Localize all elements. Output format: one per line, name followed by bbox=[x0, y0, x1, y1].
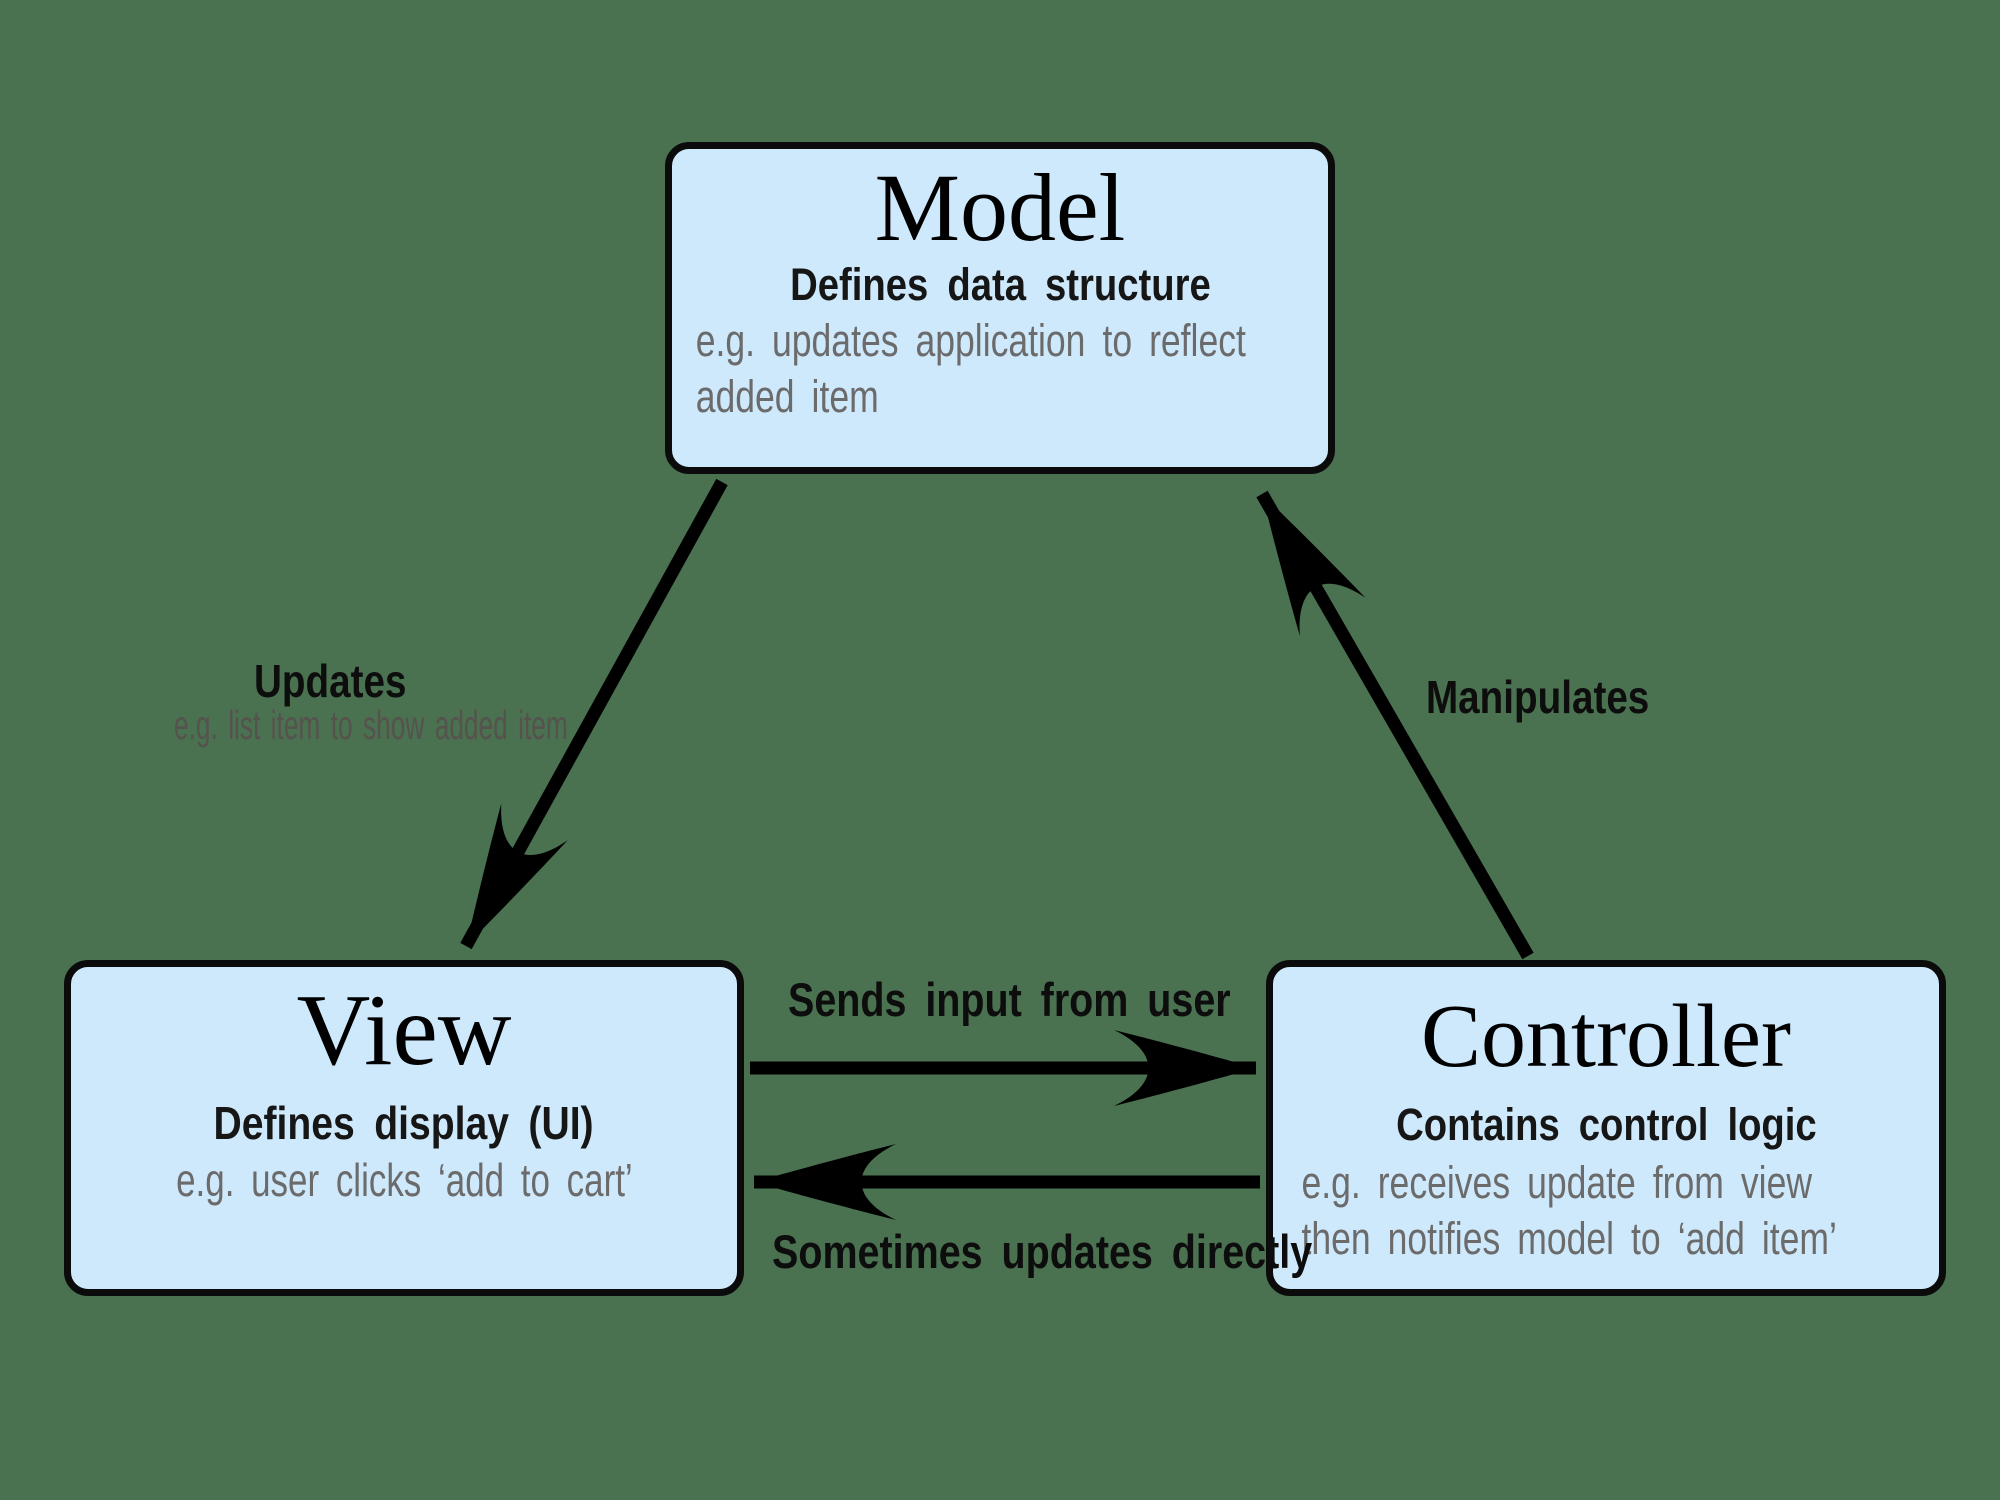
controller-box: Controller Contains control logic e.g. r… bbox=[1266, 960, 1946, 1296]
model-subtitle: Defines data structure bbox=[789, 258, 1211, 310]
manipulates-label: Manipulates bbox=[1426, 671, 1650, 723]
model-box: Model Defines data structure e.g. update… bbox=[665, 142, 1335, 474]
controller-example-line: then notifies model to ‘add item’ bbox=[1301, 1213, 1837, 1265]
model-example: e.g. updates application to reflect adde… bbox=[672, 313, 1246, 426]
model-title: Model bbox=[874, 154, 1126, 261]
controller-example-line: e.g. receives update from view bbox=[1301, 1156, 1813, 1208]
updates-sublabel: e.g. list item to show added item bbox=[174, 702, 568, 748]
updates-label: Updates bbox=[254, 655, 407, 707]
model-example-line: added item bbox=[695, 371, 879, 423]
sends-input-label: Sends input from user bbox=[788, 973, 1231, 1026]
controller-subtitle: Contains control logic bbox=[1395, 1098, 1817, 1150]
view-title: View bbox=[296, 974, 512, 1087]
view-box: View Defines display (UI) e.g. user clic… bbox=[64, 960, 744, 1296]
view-subtitle: Defines display (UI) bbox=[213, 1097, 595, 1150]
view-example-line: e.g. user clicks ‘add to cart’ bbox=[175, 1153, 633, 1206]
sometimes-updates-label: Sometimes updates directly bbox=[772, 1225, 1313, 1278]
model-example-line: e.g. updates application to reflect bbox=[695, 314, 1246, 366]
view-example: e.g. user clicks ‘add to cart’ bbox=[176, 1152, 633, 1210]
controller-title: Controller bbox=[1421, 987, 1791, 1086]
controller-example: e.g. receives update from view then noti… bbox=[1273, 1155, 1837, 1268]
controller-to-model-arrow bbox=[1256, 490, 1534, 960]
